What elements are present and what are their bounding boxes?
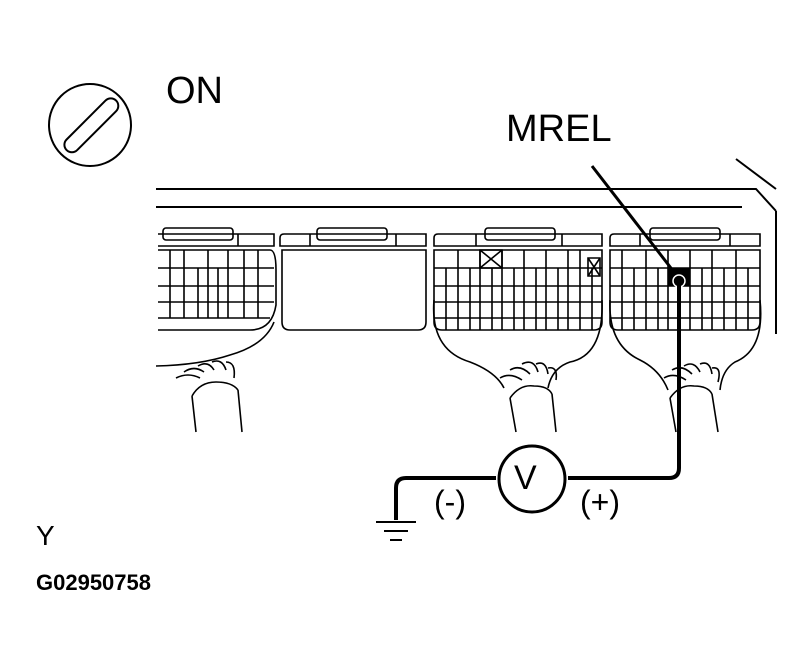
view-label: Y (36, 520, 55, 551)
negative-probe-label: (-) (434, 484, 466, 520)
ecu-housing (156, 159, 776, 334)
figure-code: G02950758 (36, 570, 151, 595)
ignition-on-label: ON (166, 70, 223, 112)
probe-wires (396, 281, 679, 520)
mrel-leader-line (592, 166, 674, 272)
positive-probe-label: (+) (580, 484, 620, 520)
ground-icon (376, 522, 416, 540)
connector-1 (158, 228, 276, 330)
connector-4 (610, 228, 760, 330)
voltmeter-icon (499, 446, 565, 512)
ignition-key-icon (49, 84, 131, 166)
voltmeter-label: V (514, 459, 537, 497)
connector-3 (434, 228, 602, 330)
mrel-terminal-label: MREL (506, 108, 612, 150)
connector-2 (280, 228, 426, 330)
wire-harness (156, 300, 761, 432)
